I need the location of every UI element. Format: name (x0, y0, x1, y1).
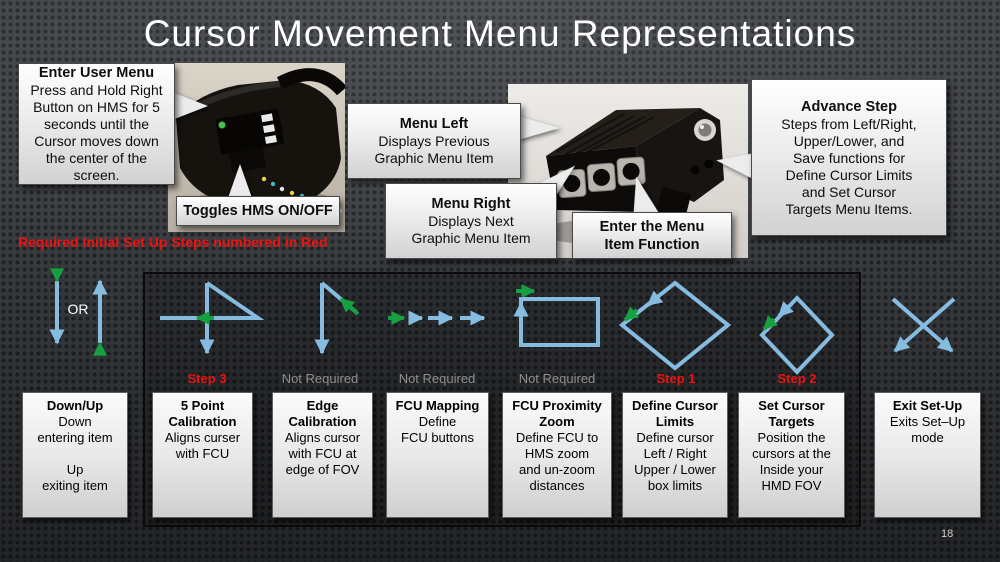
menu-box-define-limits-title: Define Cursor Limits (632, 398, 718, 429)
step-label-step3: Step 3 (187, 371, 227, 386)
menu-left-callout-tail (518, 116, 560, 140)
enter-menu-item-title: Enter the Menu Item Function (599, 218, 705, 253)
slide-title: Cursor Movement Menu Representations (143, 13, 857, 54)
menu-box-exit-setup: Exit Set-Up Exits Set–Up mode (874, 392, 981, 518)
fcu-proximity-zoom-icon (513, 284, 600, 347)
menu-box-set-targets-body: Position the cursors at the Inside your … (752, 430, 831, 493)
menu-box-define-limits-body: Define cursor Left / Right Upper / Lower… (634, 430, 716, 493)
five-point-calibration-icon (160, 281, 265, 355)
menu-box-5-point-calibration: 5 Point Calibration Aligns curser with F… (152, 392, 253, 518)
advance-step-callout: Advance Step Steps from Left/Right, Uppe… (751, 79, 947, 236)
toggles-hms-title: Toggles HMS ON/OFF (183, 203, 333, 219)
cursor-gesture-diagrams (49, 268, 956, 375)
menu-right-body: Displays Next Graphic Menu Item (411, 213, 531, 246)
edge-calibration-icon (314, 281, 360, 355)
page-number: 18 (941, 528, 954, 540)
set-cursor-targets-icon (759, 295, 835, 375)
toggles-hms-callout-tail (228, 164, 252, 198)
menu-box-fcu-proximity-title: FCU Proximity Zoom (512, 398, 602, 429)
menu-box-down-up-body: Down entering item Up exiting item (37, 414, 113, 493)
advance-step-callout-tail (714, 147, 756, 179)
step-label-step2: Step 2 (777, 371, 817, 386)
advance-step-title: Advance Step (801, 98, 897, 115)
enter-user-menu-title: Enter User Menu (38, 65, 155, 81)
menu-box-fcu-proximity-body: Define FCU to HMS zoom and un-zoom dista… (515, 430, 599, 493)
menu-box-define-cursor-limits: Define Cursor Limits Define cursor Left … (622, 392, 728, 518)
menu-box-5-point-title: 5 Point Calibration (168, 398, 237, 429)
step-label-notrequired3: Not Required (518, 371, 596, 386)
step-label-notrequired2: Not Required (398, 371, 476, 386)
menu-box-set-targets-title: Set Cursor Targets (758, 398, 825, 429)
menu-box-down-up-title: Down/Up (46, 398, 104, 413)
toggles-hms-callout: Toggles HMS ON/OFF (176, 196, 340, 226)
menu-box-exit-setup-title: Exit Set-Up (892, 398, 963, 413)
menu-left-body: Displays Previous Graphic Menu Item (374, 133, 494, 166)
enter-user-menu-body: Press and Hold Right Button on HMS for 5… (30, 82, 163, 183)
menu-box-fcu-mapping: FCU Mapping Define FCU buttons (386, 392, 489, 518)
enter-user-menu-callout: Enter User Menu Press and Hold Right But… (18, 63, 175, 185)
advance-step-body: Steps from Left/Right, Upper/Lower, and … (781, 115, 917, 217)
menu-box-edge-title: Edge Calibration (288, 398, 357, 429)
menu-box-5-point-body: Aligns curser with FCU (164, 430, 241, 461)
down-up-arrows-icon (49, 268, 108, 356)
menu-right-title: Menu Right (431, 196, 511, 212)
menu-box-edge-body: Aligns cursor with FCU at edge of FOV (284, 430, 361, 477)
menu-box-fcu-mapping-body: Define FCU buttons (401, 414, 474, 445)
menu-box-down-up: Down/Up Down entering item Up exiting it… (22, 392, 128, 518)
step-label-step1: Step 1 (656, 371, 696, 386)
menu-box-set-cursor-targets: Set Cursor Targets Position the cursors … (738, 392, 845, 518)
define-cursor-limits-icon (618, 280, 732, 371)
menu-left-callout: Menu Left Displays Previous Graphic Menu… (347, 103, 521, 179)
required-steps-note: Required Initial Set Up Steps numbered i… (18, 234, 328, 250)
menu-box-fcu-mapping-title: FCU Mapping (395, 398, 480, 413)
menu-left-title: Menu Left (399, 116, 469, 132)
menu-right-callout: Menu Right Displays Next Graphic Menu It… (385, 183, 557, 259)
exit-setup-icon (891, 297, 956, 353)
or-label: OR (67, 301, 89, 317)
enter-menu-item-callout: Enter the Menu Item Function (572, 212, 732, 259)
menu-box-fcu-proximity-zoom: FCU Proximity Zoom Define FCU to HMS zoo… (502, 392, 612, 518)
menu-box-edge-calibration: Edge Calibration Aligns cursor with FCU … (272, 392, 373, 518)
enter-user-menu-callout-tail (172, 92, 208, 120)
menu-box-exit-setup-body: Exits Set–Up mode (889, 414, 966, 445)
step-label-notrequired1: Not Required (281, 371, 359, 386)
